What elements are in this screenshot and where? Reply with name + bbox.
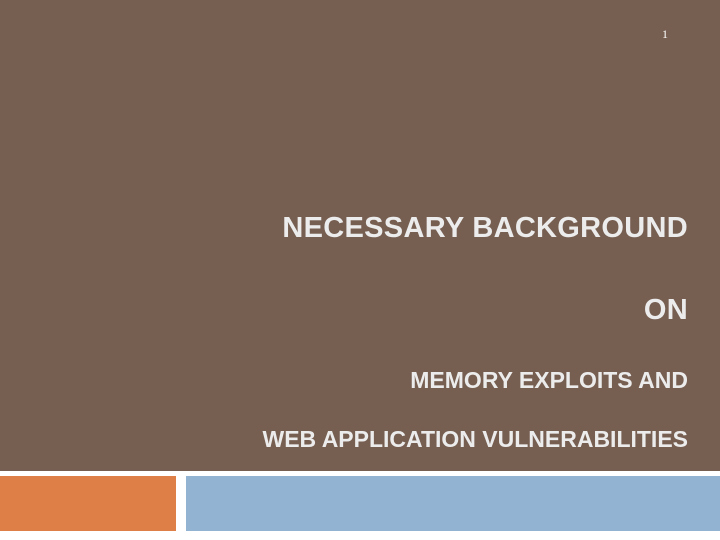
slide-subtitle-line-2: WEB APPLICATION VULNERABILITIES <box>262 426 689 452</box>
slide-title-line-2: ON <box>643 294 688 326</box>
blue-accent-bar <box>186 476 720 531</box>
slide-title-line-1: NECESSARY BACKGROUND <box>282 212 688 244</box>
orange-accent-bar <box>0 476 176 531</box>
title-panel: 1 NECESSARY BACKGROUND ON MEMORY EXPLOIT… <box>0 0 720 471</box>
slide-subtitle-line-1: MEMORY EXPLOITS AND <box>410 367 688 393</box>
page-number: 1 <box>662 27 668 41</box>
